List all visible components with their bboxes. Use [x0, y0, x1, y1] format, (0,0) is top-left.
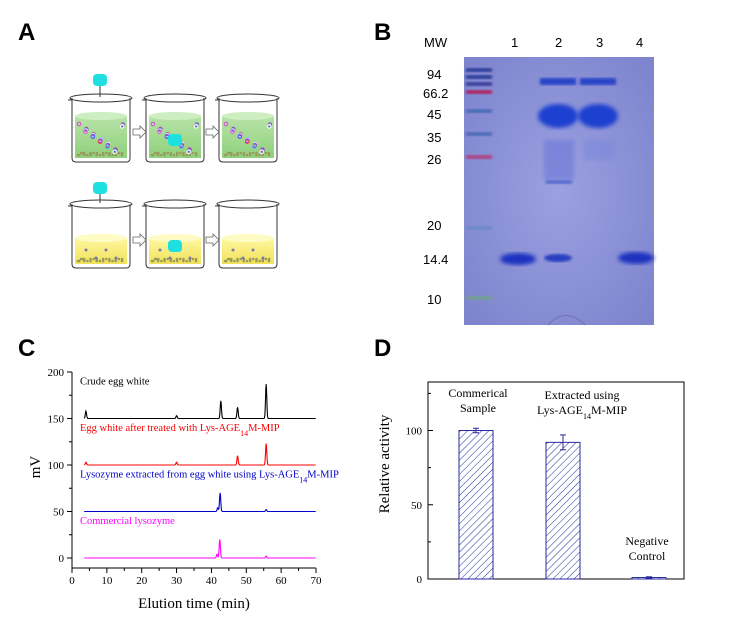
beaker-icon [215, 93, 280, 163]
particle-icon [93, 182, 107, 194]
gel-ladder-band [466, 68, 492, 72]
chart-c-y-tick-label: 150 [48, 414, 65, 426]
beaker-icon [142, 199, 207, 269]
gel-ladder-band [466, 132, 492, 136]
gel-band [538, 104, 578, 128]
gel-artifact [547, 315, 586, 326]
gel-mw-marker-26: 26 [427, 152, 441, 167]
gel-background [464, 57, 654, 325]
chart-d-category-label: Negative [625, 534, 668, 548]
gel-mw-marker-14: 14.4 [423, 252, 448, 267]
chart-d-category-label: Lys-AGE14M-MIP [537, 403, 627, 421]
chart-d-category-label: Control [629, 549, 666, 563]
gel-lane-label-1: 1 [511, 35, 518, 50]
gel-mw-marker-35: 35 [427, 130, 441, 145]
chart-c-y-tick-label: 100 [48, 460, 65, 472]
gel-band [618, 252, 654, 264]
chart-c-x-tick-label: 40 [206, 575, 218, 587]
gel-mw-marker-94: 94 [427, 67, 441, 82]
beaker-icon [215, 199, 280, 269]
chart-c-x-tick-label: 10 [101, 575, 113, 587]
gel-band [580, 78, 616, 85]
chart-d-y-tick-label: 50 [411, 500, 423, 512]
gel-ladder-band [466, 155, 492, 159]
chart-d-bar [545, 441, 581, 580]
gel-ladder-band [466, 82, 492, 86]
chart-c-x-tick-label: 0 [69, 575, 75, 587]
right-arrow-icon [205, 125, 220, 139]
chart-d-y-tick-label: 0 [417, 574, 423, 586]
particle-icon [93, 74, 107, 86]
beaker-icon [142, 93, 207, 163]
chart-c-x-tick-label: 20 [136, 575, 148, 587]
chart-c-series-line [84, 539, 316, 559]
gel-band [578, 104, 618, 128]
chart-d-category-label: Sample [460, 401, 496, 415]
gel-ladder-band [466, 75, 492, 79]
chart-c-y-tick-label: 200 [48, 367, 65, 379]
panel-label-a: A [18, 19, 35, 46]
gel-ladder-band [466, 296, 492, 300]
chart-c-y-tick-label: 50 [53, 507, 65, 519]
chart-c-x-tick-label: 50 [241, 575, 253, 587]
gel-ladder-band [466, 226, 492, 230]
chart-c-series-label: Commercial lysozyme [80, 516, 175, 527]
gel-ladder-band [466, 109, 492, 113]
gel-mw-marker-45: 45 [427, 107, 441, 122]
chart-c-x-tick-label: 60 [276, 575, 288, 587]
chart-c-series-line [83, 384, 316, 420]
chart-c-xlabel: Elution time (min) [138, 596, 250, 612]
chart-d-ylabel: Relative activity [377, 414, 393, 513]
chart-c-series-label: Lysozyme extracted from egg white using … [80, 470, 339, 485]
chart-c-series-label: Egg white after treated with Lys-AGE14M-… [80, 423, 280, 438]
gel-mw-marker-20: 20 [427, 218, 441, 233]
chart-d-y-tick-label: 100 [406, 426, 423, 438]
panel-label-d: D [374, 335, 391, 362]
gel-band [544, 254, 572, 262]
gel-band [546, 180, 572, 184]
gel-ladder-band [466, 90, 492, 94]
gel-lane-label-2: 2 [555, 35, 562, 50]
gel-mw-marker-10: 10 [427, 292, 441, 307]
chart-c-series-label: Crude egg white [80, 377, 150, 388]
gel-smear [584, 140, 614, 160]
schematic-diagram [68, 74, 280, 269]
panel-label-c: C [18, 335, 35, 362]
right-arrow-icon [132, 233, 147, 247]
chart-c-series-line [84, 443, 316, 466]
gel-smear [544, 140, 574, 180]
beaker-icon [68, 93, 133, 163]
sds-page-gel: MW 1 2 3 4 94 66.2 45 35 26 20 14.4 10 [423, 35, 654, 326]
chart-c-x-tick-label: 70 [311, 575, 323, 587]
chart-c-x-tick-label: 30 [171, 575, 183, 587]
gel-band [540, 78, 576, 85]
gel-band [500, 253, 536, 265]
chart-d-category-label: Commerical [448, 386, 508, 400]
chart-c-ylabel: mV [28, 456, 44, 479]
chart-c-y-tick-label: 0 [59, 553, 65, 565]
gel-lane-label-3: 3 [596, 35, 603, 50]
panel-label-b: B [374, 19, 391, 46]
right-arrow-icon [205, 233, 220, 247]
gel-mw-marker-66: 66.2 [423, 86, 448, 101]
gel-lane-label-4: 4 [636, 35, 643, 50]
chart-c-series-line [84, 492, 316, 513]
chart-d-category-label: Extracted using [545, 388, 620, 402]
right-arrow-icon [132, 125, 147, 139]
chart-d-bar [458, 430, 494, 580]
beaker-icon [68, 199, 133, 269]
gel-mw-header: MW [424, 35, 448, 50]
